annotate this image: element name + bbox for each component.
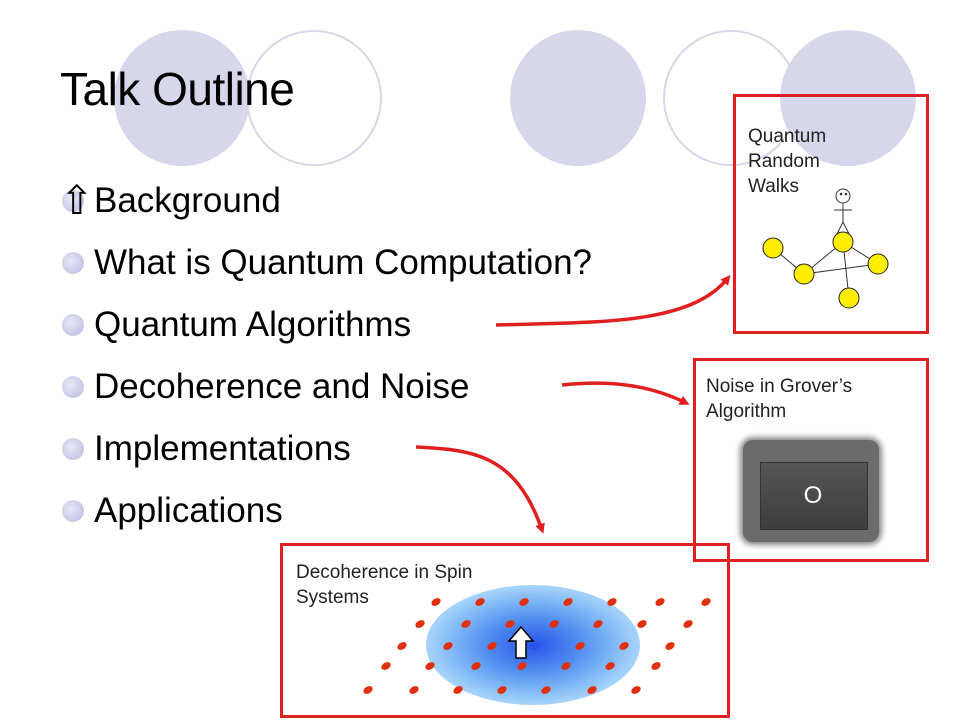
caption-line: Algorithm: [706, 401, 787, 422]
quantum-random-walks-callout: [733, 94, 929, 334]
up-arrow-icon: [507, 625, 535, 659]
graph-node: [838, 287, 860, 309]
quantum-random-walks-caption: Quantum Random Walks: [748, 124, 826, 199]
arrow-to-grover-noise: [561, 381, 690, 405]
graph-node: [793, 263, 815, 285]
spin-decoherence-callout: [280, 543, 730, 718]
grover-noise-callout: [693, 358, 929, 562]
circle-bullet-icon: [62, 252, 84, 274]
outline-item-label: Background: [94, 181, 281, 220]
decor-circle-2: [510, 30, 646, 166]
stick-figure-icon: [834, 188, 852, 235]
outline-item-label: Applications: [94, 491, 283, 530]
outline-item-background: ⇧ Background: [60, 170, 592, 232]
oracle-label: O: [803, 482, 823, 509]
caption-line: Quantum: [748, 126, 827, 147]
grover-noise-caption: Noise in Grover’s Algorithm: [706, 374, 852, 424]
outline-item-label: Implementations: [94, 429, 351, 468]
outline-item-quantum-computation: What is Quantum Computation?: [60, 232, 592, 294]
flipped-spin: [531, 642, 541, 650]
graph-node: [867, 253, 889, 275]
spin-lattice: [363, 598, 711, 694]
outline-item-label: Quantum Algorithms: [94, 305, 412, 344]
circle-bullet-icon: [62, 314, 84, 336]
walk-graph-edges: [772, 241, 879, 299]
up-arrow-icon: ⇧: [60, 179, 94, 223]
outline-list: ⇧ Background What is Quantum Computation…: [60, 170, 592, 542]
circle-bullet-icon: [62, 438, 84, 460]
arrow-to-random-walks: [495, 274, 731, 327]
circle-bullet-icon: [62, 376, 84, 398]
arrow-to-spin-systems: [415, 445, 545, 534]
outline-item-quantum-algorithms: Quantum Algorithms: [60, 294, 592, 356]
caption-line: Noise in Grover’s: [706, 376, 853, 397]
graph-node: [762, 237, 784, 259]
graph-node: [832, 231, 854, 253]
outline-item-applications: Applications: [60, 480, 592, 542]
slide-title: Talk Outline: [60, 63, 295, 115]
outline-item-decoherence-noise: Decoherence and Noise: [60, 356, 592, 418]
oracle-box: [760, 462, 868, 530]
spin-decoherence-caption: Decoherence in Spin Systems: [296, 560, 472, 610]
decor-ring-1: [246, 30, 382, 166]
outline-item-label: What is Quantum Computation?: [94, 243, 593, 282]
circle-bullet-icon: [62, 190, 84, 212]
outline-item-implementations: Implementations: [60, 418, 592, 480]
caption-line: Walks: [748, 176, 800, 197]
caption-line: Systems: [296, 587, 369, 608]
decor-circle-1: [114, 30, 250, 166]
circle-bullet-icon: [62, 500, 84, 522]
caption-line: Random: [748, 151, 820, 172]
decor-circle-3: [780, 30, 916, 166]
caption-line: Decoherence in Spin: [296, 562, 473, 583]
outline-item-label: Decoherence and Noise: [94, 367, 470, 406]
